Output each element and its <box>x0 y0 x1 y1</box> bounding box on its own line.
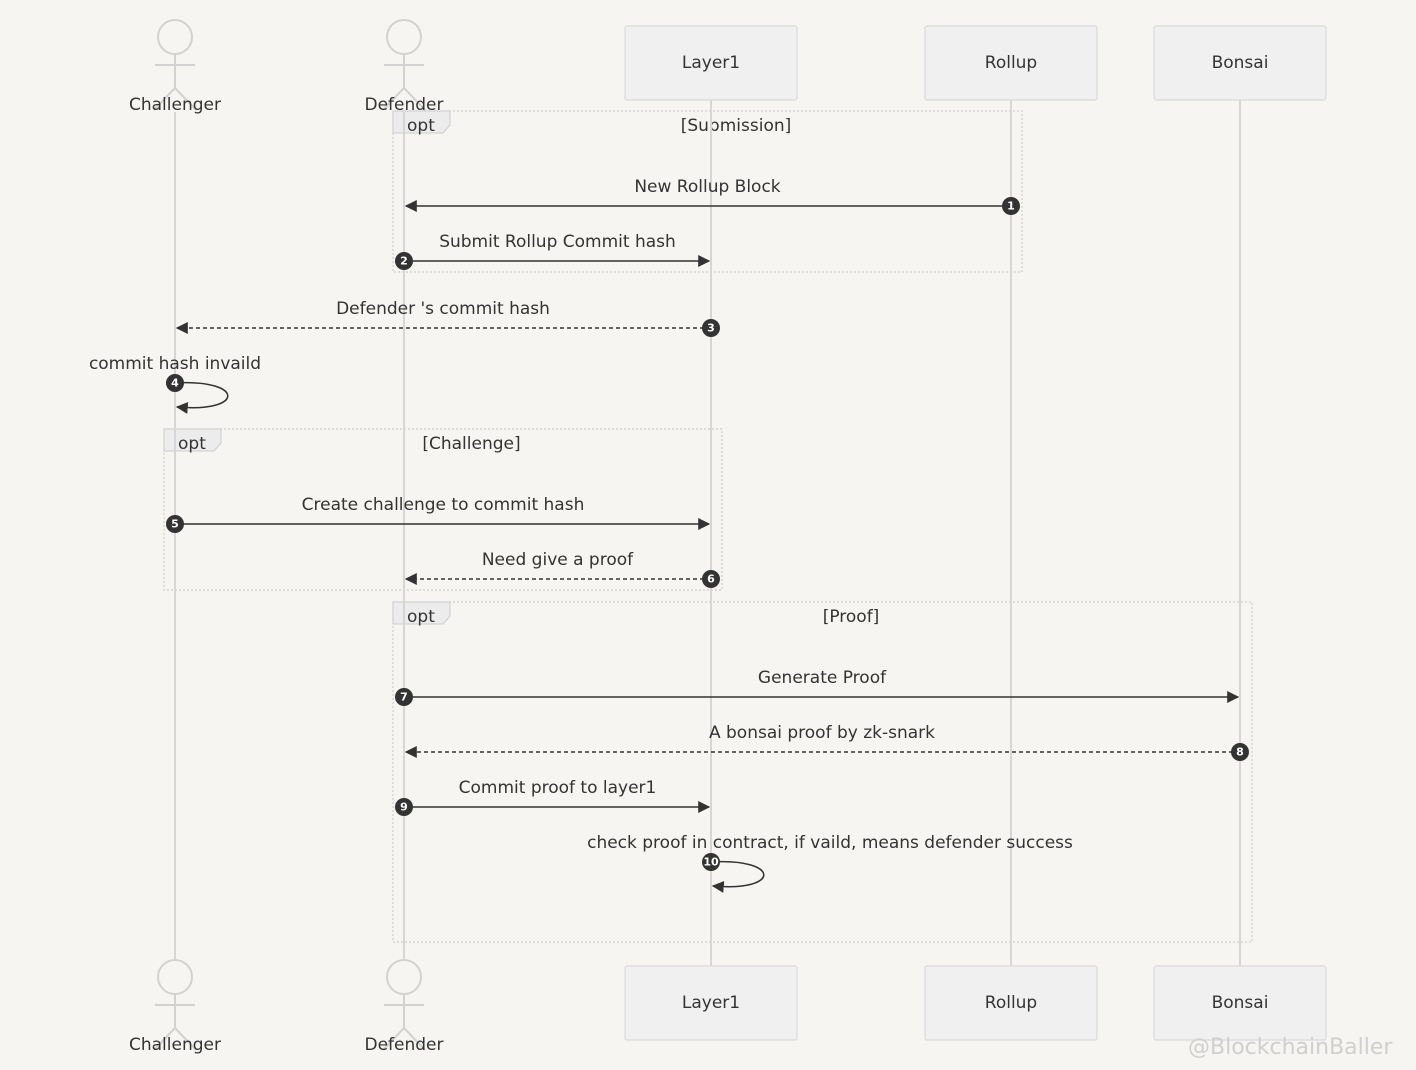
participant-box <box>1153 965 1327 1041</box>
message-10: check proof in contract, if vaild, means… <box>587 833 1073 893</box>
sequence-number: 3 <box>707 322 715 335</box>
frame-keyword: opt <box>407 116 435 136</box>
lifelines-layer <box>174 100 1241 966</box>
message-2: Submit Rollup Commit hash 2 <box>395 232 711 270</box>
participant-label: Rollup <box>985 993 1037 1013</box>
actor-figure-icon <box>382 994 426 1051</box>
actor-defender-top: Defender <box>364 19 444 115</box>
participant-box <box>924 25 1098 101</box>
participant-label: Layer1 <box>682 53 740 73</box>
sequence-number-badge <box>1231 743 1249 761</box>
sequence-number: 2 <box>400 255 408 268</box>
participant-layer1-top: Layer1 <box>624 25 798 101</box>
participant-label: Bonsai <box>1212 993 1269 1013</box>
sequence-number-badge <box>395 798 413 816</box>
watermark-layer: @BlockchainBaller <box>1188 1035 1393 1060</box>
participant-bonsai-bottom: Bonsai <box>1153 965 1327 1041</box>
frame-border <box>392 601 1253 943</box>
actor-figure-icon <box>153 54 197 111</box>
message-6: Need give a proof 6 <box>404 550 720 588</box>
watermark-text: @BlockchainBaller <box>1188 1035 1393 1060</box>
participant-label: Bonsai <box>1212 53 1269 73</box>
frame-keyword-tab <box>392 601 451 625</box>
message-label: check proof in contract, if vaild, means… <box>587 833 1073 853</box>
sequence-number: 5 <box>171 518 179 531</box>
sequence-number: 8 <box>1236 746 1244 759</box>
sequence-number-badge <box>702 853 720 871</box>
participant-layer1-bottom: Layer1 <box>624 965 798 1041</box>
actor-figure-icon <box>382 54 426 111</box>
sequence-number-badge <box>166 374 184 392</box>
frame-keyword-tab <box>392 110 451 134</box>
sequence-number: 10 <box>703 856 719 869</box>
participant-label: Defender <box>364 1035 443 1055</box>
participant-label: Challenger <box>129 95 221 115</box>
message-1: New Rollup Block 1 <box>404 177 1020 215</box>
actor-head <box>386 959 422 995</box>
participant-box <box>624 25 798 101</box>
participant-label: Challenger <box>129 1035 221 1055</box>
participant-label: Layer1 <box>682 993 740 1013</box>
opt-frame-1: opt [Submission] <box>392 110 1023 273</box>
participant-box <box>924 965 1098 1041</box>
participant-box <box>1153 25 1327 101</box>
actor-figure-icon <box>153 994 197 1051</box>
sequence-number: 9 <box>400 801 408 814</box>
actor-head <box>386 19 422 55</box>
sequence-number: 7 <box>400 691 408 704</box>
sequence-number-badge <box>702 570 720 588</box>
sequence-number: 1 <box>1007 200 1015 213</box>
opt-frame-2: opt [Challenge] <box>163 428 723 591</box>
self-message-arrow <box>710 860 765 893</box>
message-label: Generate Proof <box>758 668 887 688</box>
message-5: Create challenge to commit hash 5 <box>166 495 711 533</box>
opt-frame-3: opt [Proof] <box>392 601 1253 943</box>
frame-condition: [Challenge] <box>422 434 520 454</box>
message-label: Commit proof to layer1 <box>459 778 657 798</box>
message-3: Defender 's commit hash 3 <box>175 299 720 337</box>
participant-label: Rollup <box>985 53 1037 73</box>
message-label: Need give a proof <box>482 550 634 570</box>
frame-border <box>392 110 1023 273</box>
message-8: A bonsai proof by zk-snark 8 <box>404 723 1249 761</box>
actor-challenger-bottom: Challenger <box>129 959 221 1055</box>
sequence-number-badge <box>1002 197 1020 215</box>
actor-defender-bottom: Defender <box>364 959 444 1055</box>
sequence-number-badge <box>395 252 413 270</box>
message-label: Create challenge to commit hash <box>302 495 585 515</box>
actor-head <box>157 19 193 55</box>
message-7: Generate Proof 7 <box>395 668 1240 706</box>
frame-border <box>163 428 723 591</box>
message-label: New Rollup Block <box>634 177 780 197</box>
message-9: Commit proof to layer1 9 <box>395 778 711 816</box>
message-4: commit hash invaild 4 <box>89 354 261 414</box>
message-label: commit hash invaild <box>89 354 261 374</box>
participant-box <box>624 965 798 1041</box>
sequence-number-badge <box>395 688 413 706</box>
participants-layer: ChallengerChallengerDefenderDefenderLaye… <box>129 19 1327 1055</box>
frame-keyword-tab <box>163 428 222 452</box>
actor-head <box>157 959 193 995</box>
message-label: Defender 's commit hash <box>336 299 550 319</box>
participant-rollup-bottom: Rollup <box>924 965 1098 1041</box>
sequence-number: 6 <box>707 573 715 586</box>
frame-keyword: opt <box>407 607 435 627</box>
frame-condition: [Submission] <box>681 116 792 136</box>
frame-condition: [Proof] <box>823 607 880 627</box>
actor-challenger-top: Challenger <box>129 19 221 115</box>
message-label: A bonsai proof by zk-snark <box>709 723 935 743</box>
frames-layer: opt [Submission] opt [Challenge] opt [Proof] <box>163 110 1253 943</box>
sequence-number-badge <box>702 319 720 337</box>
participant-bonsai-top: Bonsai <box>1153 25 1327 101</box>
message-label: Submit Rollup Commit hash <box>439 232 676 252</box>
sequence-number: 4 <box>171 377 179 390</box>
participant-label: Defender <box>364 95 443 115</box>
participant-rollup-top: Rollup <box>924 25 1098 101</box>
self-message-arrow <box>174 381 229 414</box>
sequence-number-badge <box>166 515 184 533</box>
frame-keyword: opt <box>178 434 206 454</box>
